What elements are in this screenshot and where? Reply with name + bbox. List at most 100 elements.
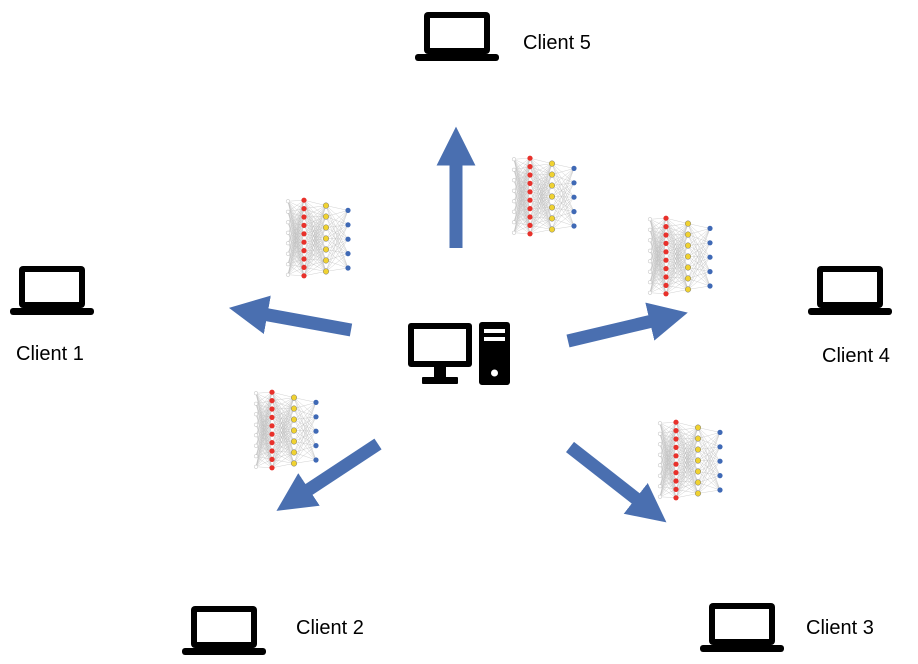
nn-connection xyxy=(675,438,699,483)
nn-connection xyxy=(271,463,295,468)
nn-connection xyxy=(675,422,699,428)
nn-connection xyxy=(271,408,295,443)
nn-node xyxy=(527,206,533,212)
nn-connection xyxy=(271,397,295,401)
nn-connection xyxy=(293,416,317,464)
nn-connection xyxy=(675,422,699,450)
nn-node xyxy=(707,269,713,275)
nn-connection xyxy=(697,471,721,491)
nn-connection xyxy=(649,260,667,293)
nn-node xyxy=(322,257,330,264)
nn-connection xyxy=(255,434,273,446)
nn-node xyxy=(527,214,533,220)
nn-connection xyxy=(687,256,711,258)
nn-connection xyxy=(287,200,305,202)
nn-connection xyxy=(287,216,305,265)
nn-connection xyxy=(529,163,553,209)
nn-connection xyxy=(513,174,531,233)
nn-connection xyxy=(303,227,327,268)
nn-connection xyxy=(551,182,575,208)
nn-connection xyxy=(287,200,305,265)
nn-node xyxy=(571,165,577,171)
nn-node xyxy=(527,189,533,195)
nn-connection xyxy=(287,200,305,254)
nn-connection xyxy=(303,200,327,217)
nn-connection xyxy=(271,417,295,464)
nn-node xyxy=(269,440,275,446)
nn-connection xyxy=(649,285,667,293)
nn-node xyxy=(269,423,275,429)
nn-connection xyxy=(665,289,689,294)
nn-connection xyxy=(687,242,711,290)
nn-connection xyxy=(303,200,327,228)
nn-connection xyxy=(697,427,721,447)
nn-connection xyxy=(687,234,711,243)
nn-connection xyxy=(271,400,295,431)
nn-connection xyxy=(697,427,721,433)
nn-connection xyxy=(271,408,295,442)
nn-node xyxy=(301,256,307,262)
nn-connection xyxy=(675,447,699,450)
nn-connection xyxy=(513,183,531,223)
nn-connection xyxy=(303,238,327,251)
nn-connection xyxy=(687,223,711,243)
nn-connection xyxy=(325,238,349,254)
nn-connection xyxy=(293,419,317,432)
nn-connection xyxy=(255,425,273,457)
nn-connection xyxy=(255,442,273,467)
nn-connection xyxy=(529,174,553,192)
nn-connection xyxy=(325,227,349,240)
nn-node xyxy=(527,197,533,203)
nn-connection xyxy=(271,397,295,460)
nn-node xyxy=(511,220,517,225)
nn-node xyxy=(684,264,692,271)
nn-connection xyxy=(675,422,699,461)
nn-connection xyxy=(529,158,553,219)
nn-connection xyxy=(529,174,553,208)
nn-connection xyxy=(665,234,689,268)
nn-connection xyxy=(287,225,305,254)
nn-connection xyxy=(529,174,553,226)
nn-connection xyxy=(303,216,327,268)
nn-connection xyxy=(665,234,689,261)
nn-connection xyxy=(529,174,553,209)
nn-node xyxy=(717,473,723,479)
nn-connection xyxy=(675,430,699,439)
nn-connection xyxy=(697,475,721,483)
nn-node xyxy=(253,433,259,438)
nn-connection xyxy=(529,163,553,234)
nn-connection xyxy=(675,449,699,473)
nn-connection xyxy=(675,438,699,473)
nn-connection xyxy=(697,432,721,494)
nn-connection xyxy=(303,238,327,260)
nn-connection xyxy=(271,408,295,435)
nn-connection xyxy=(293,416,317,431)
nn-connection xyxy=(325,205,349,269)
nn-node xyxy=(647,259,653,264)
nn-node xyxy=(301,273,307,279)
nn-connection xyxy=(271,430,295,468)
nn-connection xyxy=(697,471,721,476)
nn-connection xyxy=(529,166,553,230)
nn-connection xyxy=(659,438,677,466)
nn-node xyxy=(269,465,275,471)
nn-connection xyxy=(675,427,699,431)
nn-connection xyxy=(659,422,677,487)
nn-connection xyxy=(659,489,677,497)
nn-connection xyxy=(287,208,305,244)
nn-connection xyxy=(675,447,699,494)
nn-connection xyxy=(303,208,327,217)
nn-node xyxy=(548,215,556,222)
nn-connection xyxy=(325,210,349,239)
nn-node xyxy=(694,479,702,486)
nn-connection xyxy=(303,227,327,251)
nn-connection xyxy=(665,256,689,278)
nn-connection xyxy=(325,224,349,272)
nn-connection xyxy=(529,185,553,234)
nn-connection xyxy=(271,408,295,453)
nn-connection xyxy=(325,238,349,240)
nn-connection xyxy=(665,218,689,257)
nn-connection xyxy=(649,226,667,283)
nn-connection xyxy=(551,185,575,198)
nn-connection xyxy=(687,267,711,272)
